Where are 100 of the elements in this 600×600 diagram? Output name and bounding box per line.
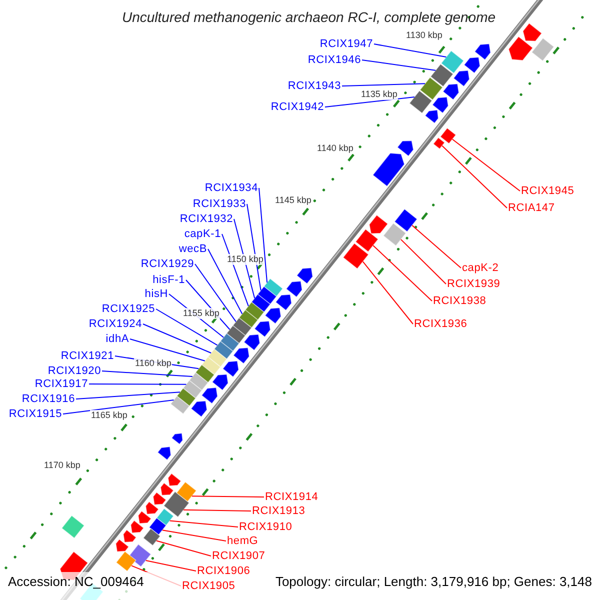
- gene-label: capK-2: [462, 261, 499, 275]
- leader-line: [130, 338, 206, 362]
- gene-label: hisH: [144, 287, 168, 301]
- gene-block: [440, 128, 456, 144]
- gene-block: [244, 302, 265, 320]
- gene-block: [194, 364, 215, 384]
- gene-label: idhA: [106, 332, 129, 346]
- leader-line: [234, 218, 256, 299]
- gene-block: [430, 64, 454, 88]
- gene-label: RCIX1913: [252, 504, 306, 518]
- gene-block: [182, 380, 202, 399]
- leader-line: [324, 96, 415, 108]
- leader-line: [442, 145, 508, 208]
- gene-block: [342, 242, 370, 270]
- leader-line: [246, 204, 262, 291]
- gene-label: RCIX1925: [102, 302, 155, 316]
- gene-label: hemG: [227, 534, 258, 548]
- gene-label: RCIX1910: [239, 520, 292, 534]
- gene-label: wecB: [178, 242, 207, 256]
- leader-line: [156, 308, 218, 346]
- leader-line: [372, 244, 432, 302]
- gene-label: RCIX1929: [140, 257, 194, 271]
- gene-block: [432, 137, 446, 150]
- footer-text: Accession: NC_009464: [8, 574, 144, 590]
- leader-line: [88, 384, 187, 385]
- gene-block: [220, 332, 240, 352]
- gene-label: RCIX1936: [414, 317, 468, 331]
- gene-block: [382, 222, 406, 246]
- leader-line: [191, 496, 264, 498]
- gene-label: RCIX1921: [60, 349, 114, 363]
- leader-line: [342, 83, 426, 86]
- gene-block: [156, 508, 174, 526]
- scale-label: 1140 kbp: [316, 143, 354, 154]
- gene-label: RCIX1924: [88, 317, 142, 331]
- gene-block: [214, 340, 234, 360]
- leader-line: [400, 238, 446, 284]
- scale-label: 1165 kbp: [90, 410, 128, 421]
- gene-block: [207, 348, 228, 368]
- gene-block: [394, 208, 418, 232]
- leader-line: [183, 509, 252, 512]
- gene-block: [238, 309, 258, 328]
- gene-label: RCIX1917: [34, 377, 88, 391]
- gene-label: RCIX1942: [270, 100, 324, 114]
- gene-label: RCIX1938: [433, 294, 486, 308]
- leader-line: [194, 264, 236, 322]
- leader-line: [452, 138, 520, 192]
- gene-block: [257, 286, 278, 305]
- leader-line: [102, 370, 193, 377]
- leader-line: [412, 224, 462, 268]
- gene-block: [250, 294, 271, 313]
- gene-block: [201, 356, 222, 376]
- gene-block: [408, 90, 433, 114]
- gene-label: RCIX1947: [320, 37, 373, 51]
- leader-line: [362, 261, 414, 324]
- scale-label: 1130 kbp: [405, 30, 444, 41]
- leader-line: [362, 60, 436, 71]
- leader-line: [374, 44, 447, 58]
- gene-block: [440, 50, 464, 74]
- footer-text: Topology: circular; Length: 3,179,916 bp; Genes: 3,148: [275, 574, 592, 590]
- gene-block: [232, 317, 252, 336]
- leader-line: [169, 520, 238, 528]
- gene-label: RCIX1933: [192, 197, 246, 211]
- gene-label: capK-1: [184, 227, 221, 241]
- title: Uncultured methanogenic archaeon RC-I, complete genome: [122, 9, 496, 25]
- gene-block: [142, 528, 161, 546]
- leader-line: [258, 188, 268, 284]
- gene-block: [116, 550, 136, 572]
- gene-label: RCIX1916: [22, 392, 75, 406]
- gene-block: [420, 76, 444, 100]
- gene-label: RCIX1934: [204, 181, 258, 195]
- gene-label: RCIX1939: [447, 277, 500, 291]
- scale-label: 1145 kbp: [274, 195, 312, 206]
- gene-label: RCIX1946: [308, 53, 361, 67]
- gene-block: [148, 517, 167, 536]
- leader-line: [156, 540, 212, 556]
- gene-label: RCIX1906: [197, 564, 250, 578]
- gene-block: [263, 278, 284, 297]
- gene-label: RCIX1905: [182, 579, 236, 593]
- gene-label: RCIX1920: [48, 364, 101, 378]
- scale-label: 1155 kbp: [182, 308, 220, 319]
- gene-block: [188, 372, 209, 391]
- gene-block: [176, 481, 197, 502]
- scale-label: 1170 kbp: [43, 460, 82, 471]
- gene-label: RCIX1915: [8, 407, 62, 421]
- scale-label: 1160 kbp: [134, 358, 172, 369]
- gene-block: [128, 544, 152, 568]
- leader-line: [145, 560, 196, 572]
- gene-block: [170, 396, 190, 414]
- gene-block: [226, 325, 246, 344]
- scale-label: 1135 kbp: [360, 89, 398, 100]
- gene-block: [355, 228, 379, 252]
- leader-line: [162, 530, 226, 542]
- gene-label: RCIX1943: [288, 79, 341, 93]
- scale-label: 1150 kbp: [226, 254, 264, 265]
- gene-block: [163, 491, 190, 518]
- leader-line: [76, 392, 180, 400]
- gene-label: RCIX1914: [265, 490, 318, 504]
- gene-label: hisF-1: [152, 273, 185, 287]
- gene-label: RCIX1945: [521, 184, 574, 198]
- gene-label: RCIA147: [508, 201, 555, 215]
